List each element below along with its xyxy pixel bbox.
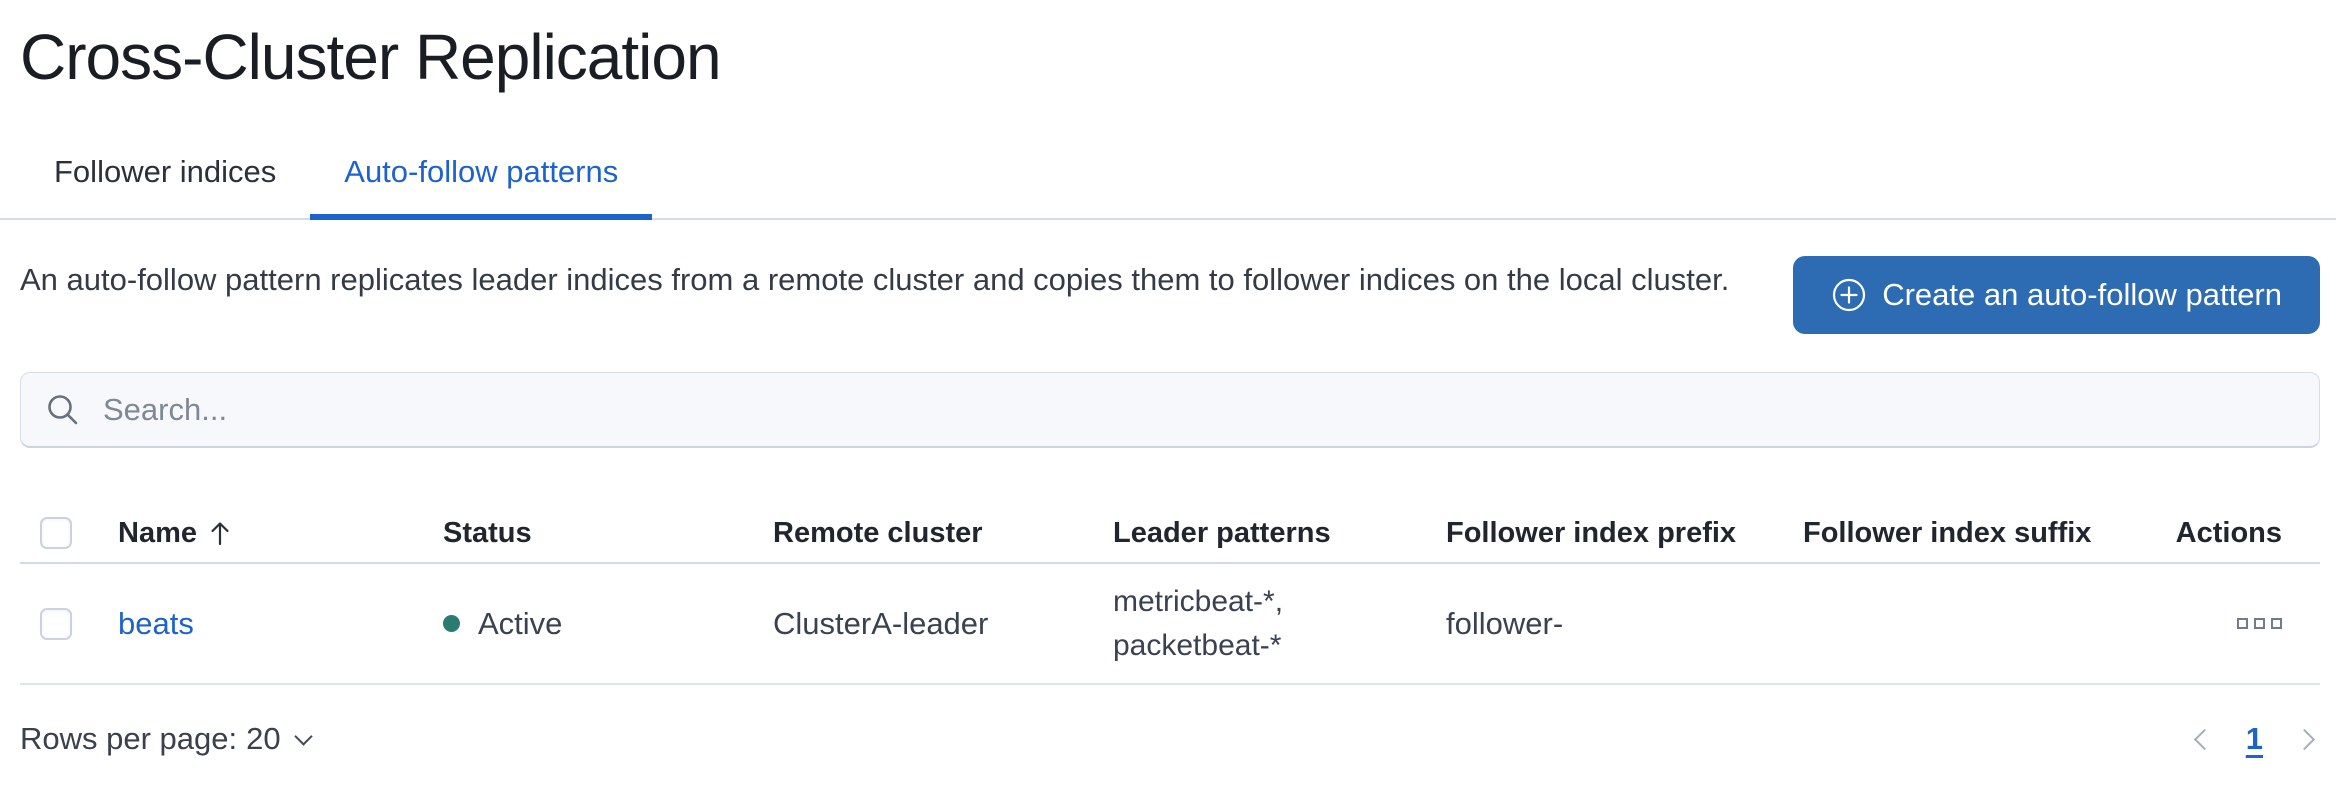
select-all-cell — [40, 517, 118, 550]
status-active-dot-icon — [443, 615, 460, 633]
column-header-leader-patterns: Leader patterns — [1113, 516, 1331, 549]
remote-cluster-cell: ClusterA-leader — [773, 605, 989, 641]
rows-per-page-label: Rows per page: — [20, 721, 238, 757]
box-glyph — [2237, 618, 2248, 630]
column-header-follower-index-suffix: Follower index suffix — [1803, 516, 2092, 549]
leader-patterns-cell: metricbeat-*, packetbeat-* — [1113, 584, 1284, 662]
follower-index-prefix-cell: follower- — [1446, 605, 1564, 641]
name-cell: beats — [118, 606, 443, 642]
box-glyph — [2254, 618, 2265, 630]
chevron-left-icon[interactable] — [2193, 728, 2215, 750]
chevron-right-icon[interactable] — [2293, 728, 2316, 750]
boxes-horizontal-icon[interactable] — [2237, 618, 2282, 630]
search-icon — [45, 392, 81, 428]
table-row-beats: beats Active ClusterA-leader metricbeat-… — [20, 564, 2320, 686]
search-input[interactable] — [103, 391, 2295, 428]
select-all-checkbox[interactable] — [40, 517, 72, 550]
column-header-follower-index-prefix: Follower index prefix — [1446, 516, 1737, 549]
column-header-name-label: Name — [118, 516, 197, 549]
rows-per-page-value: 20 — [246, 721, 281, 757]
rows-per-page-text: Rows per page: 20 — [20, 721, 281, 757]
auto-follow-patterns-table: Name Status Remote cluster Leader patter… — [20, 504, 2320, 686]
plus-in-circle-icon — [1831, 277, 1867, 313]
chevron-down-icon — [293, 727, 313, 746]
header-content-row: An auto-follow pattern replicates leader… — [20, 256, 2320, 335]
table-header-row: Name Status Remote cluster Leader patter… — [20, 504, 2320, 565]
box-glyph — [2271, 618, 2282, 630]
tab-bar: Follower indices Auto-follow patterns — [0, 128, 2336, 221]
actions-cell — [2205, 618, 2320, 630]
tab-follower-indices[interactable]: Follower indices — [54, 154, 277, 190]
sort-ascending-arrow-icon — [207, 519, 233, 547]
table-footer: Rows per page: 20 1 — [20, 721, 2320, 757]
page-title: Cross-Cluster Replication — [20, 21, 722, 93]
status-cell: Active — [443, 606, 773, 642]
column-header-actions: Actions — [2175, 516, 2282, 549]
column-header-name[interactable]: Name — [118, 517, 443, 550]
search-bar — [20, 372, 2320, 449]
status-label: Active — [478, 605, 563, 641]
row-select-cell — [40, 607, 118, 640]
tab-auto-follow-patterns[interactable]: Auto-follow patterns — [310, 128, 653, 221]
pagination: 1 — [2193, 721, 2320, 757]
page-description: An auto-follow pattern replicates leader… — [20, 262, 1730, 298]
page-number-1[interactable]: 1 — [2245, 721, 2263, 757]
pattern-name-link[interactable]: beats — [118, 605, 194, 641]
column-header-status: Status — [443, 516, 532, 549]
create-auto-follow-pattern-button[interactable]: Create an auto-follow pattern — [1793, 256, 2320, 335]
rows-per-page-button[interactable]: Rows per page: 20 — [20, 721, 313, 757]
create-button-label: Create an auto-follow pattern — [1882, 277, 2282, 313]
row-checkbox[interactable] — [40, 607, 72, 640]
column-header-remote-cluster: Remote cluster — [773, 516, 983, 549]
